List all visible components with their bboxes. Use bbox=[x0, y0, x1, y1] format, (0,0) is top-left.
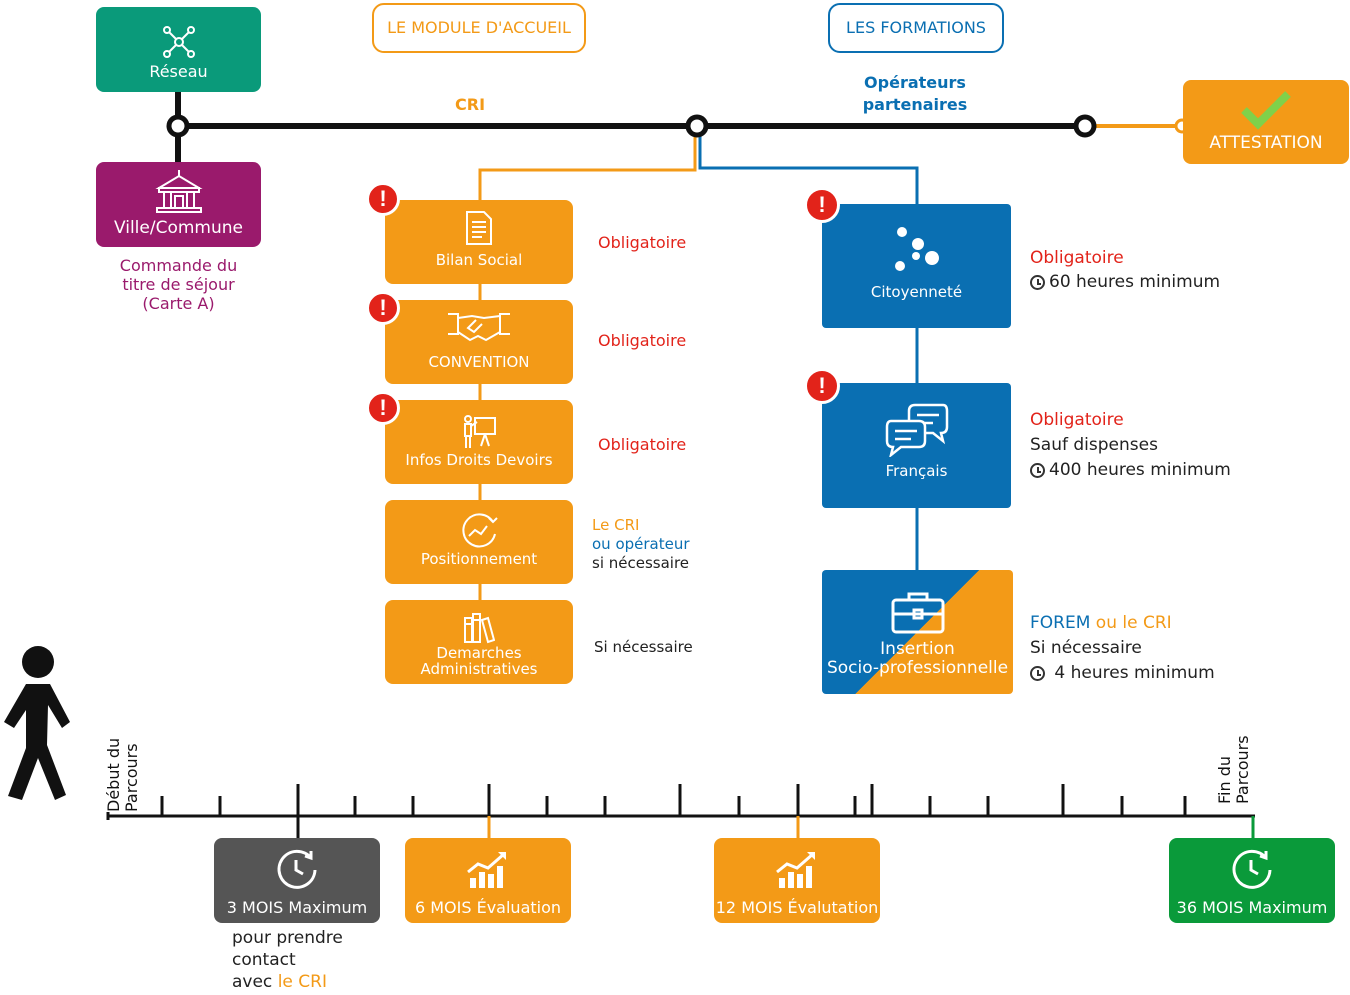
books-icon bbox=[464, 613, 495, 644]
mandatory-alert-icon: ! bbox=[804, 368, 840, 404]
dots-icon bbox=[894, 227, 939, 271]
positionnement-note: Le CRI ou opérateur si nécessaire bbox=[592, 516, 690, 572]
reseau-box: Réseau bbox=[96, 7, 261, 92]
network-icon bbox=[162, 26, 195, 58]
ville-box: Ville/Commune bbox=[96, 162, 261, 247]
milestone-6-mois: 6 MOIS Évaluation bbox=[405, 838, 571, 923]
milestone-36-mois: 36 MOIS Maximum bbox=[1169, 838, 1335, 923]
presentation-icon bbox=[464, 415, 496, 448]
francais-box: Français bbox=[822, 383, 1011, 508]
convention-label: CONVENTION bbox=[428, 353, 530, 371]
walking-person-icon bbox=[4, 646, 70, 800]
bilan-social-label: Bilan Social bbox=[435, 251, 523, 269]
milestone-12-mois: 12 MOIS Évalutation bbox=[714, 838, 880, 923]
attestation-label: ATTESTATION bbox=[1209, 133, 1323, 153]
attestation-box: ATTESTATION bbox=[1183, 80, 1349, 164]
bilan-social-note: Obligatoire bbox=[598, 233, 687, 252]
positionnement-box: Positionnement bbox=[385, 500, 573, 584]
briefcase-icon bbox=[891, 592, 944, 634]
operateurs-line-label: Opérateurs partenaires bbox=[862, 73, 968, 114]
clock-icon bbox=[1030, 463, 1045, 478]
citoyennete-note: Obligatoire 60 heures minimum bbox=[1030, 248, 1221, 292]
growth-chart-icon bbox=[467, 852, 506, 888]
clock-icon bbox=[1030, 275, 1045, 290]
citoyennete-box: Citoyenneté bbox=[822, 204, 1011, 328]
convention-box: CONVENTION bbox=[385, 300, 573, 384]
contact-note: pour prendre contact avec le CRI bbox=[232, 928, 343, 992]
insertion-note: FOREM ou le CRI Si nécessaire 4 heures m… bbox=[1030, 613, 1215, 683]
node-cri bbox=[685, 114, 709, 138]
bilan-social-box: Bilan Social bbox=[385, 200, 573, 284]
citoyennete-label: Citoyenneté bbox=[870, 283, 963, 301]
town-hall-icon bbox=[154, 170, 203, 213]
mandatory-alert-icon: ! bbox=[366, 391, 400, 425]
reseau-label: Réseau bbox=[149, 62, 208, 81]
ville-label: Ville/Commune bbox=[113, 218, 243, 238]
checkmark-icon bbox=[1241, 91, 1291, 130]
milestone-3-mois: 3 MOIS Maximum bbox=[214, 838, 380, 923]
speech-bubbles-icon bbox=[885, 403, 948, 457]
mandatory-alert-icon: ! bbox=[366, 182, 400, 216]
infos-box: Infos Droits Devoirs bbox=[385, 400, 573, 484]
chart-circle-icon bbox=[462, 513, 498, 548]
clock-icon bbox=[277, 849, 317, 889]
module-accueil-header: LE MODULE D'ACCUEIL bbox=[372, 3, 586, 53]
node-reseau bbox=[166, 114, 190, 138]
demarches-note: Si nécessaire bbox=[594, 638, 693, 656]
mandatory-alert-icon: ! bbox=[804, 187, 840, 223]
clock-icon bbox=[1232, 849, 1272, 889]
growth-chart-icon bbox=[776, 852, 815, 888]
convention-note: Obligatoire bbox=[598, 331, 687, 350]
mandatory-alert-icon: ! bbox=[366, 291, 400, 325]
infos-note: Obligatoire bbox=[598, 435, 687, 454]
infos-label: Infos Droits Devoirs bbox=[405, 451, 553, 469]
clock-icon bbox=[1030, 666, 1045, 681]
francais-note: Obligatoire Sauf dispenses 400 heures mi… bbox=[1030, 410, 1231, 480]
document-icon bbox=[466, 211, 492, 245]
francais-label: Français bbox=[885, 462, 948, 480]
positionnement-label: Positionnement bbox=[420, 550, 538, 568]
handshake-icon bbox=[448, 313, 510, 342]
formations-header: LES FORMATIONS bbox=[828, 3, 1004, 53]
node-operateurs bbox=[1073, 114, 1097, 138]
cri-line-label: CRI bbox=[455, 95, 486, 114]
